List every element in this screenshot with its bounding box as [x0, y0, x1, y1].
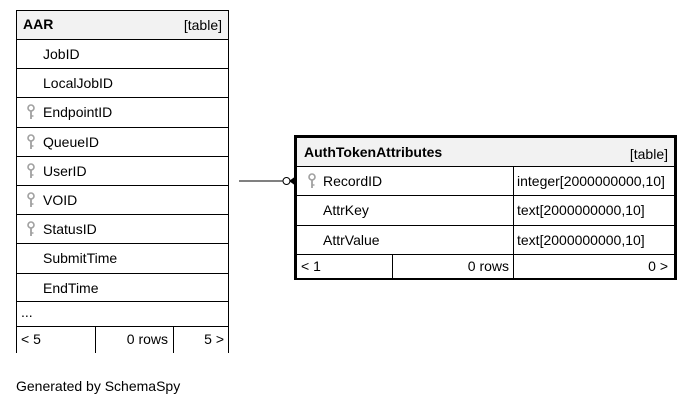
footer-parents[interactable]: < 5: [21, 331, 41, 347]
footer-row-count: 0 rows: [467, 258, 509, 274]
column-divider: [513, 225, 514, 255]
column-row[interactable]: UserID: [17, 155, 228, 186]
table-name: AuthTokenAttributes: [304, 144, 443, 160]
column-row[interactable]: VOID: [17, 185, 228, 215]
column-name: EndTime: [43, 279, 99, 296]
column-name: UserID: [43, 162, 87, 179]
aar-table-header: AAR [table]: [17, 11, 228, 39]
foreign-key-icon: [26, 104, 36, 120]
table-kind: [table]: [629, 146, 668, 162]
column-name: RecordID: [323, 173, 383, 189]
column-row[interactable]: SubmitTime: [17, 243, 228, 274]
footer-children[interactable]: 5 >: [204, 331, 224, 347]
authtokenattributes-table-header: AuthTokenAttributes [table]: [297, 138, 674, 166]
column-name: AttrValue: [323, 231, 380, 248]
column-type: text[2000000000,10]: [517, 202, 645, 219]
generated-by-label: Generated by SchemaSpy: [16, 378, 181, 394]
column-row[interactable]: AttrKey text[2000000000,10]: [297, 195, 674, 226]
column-row[interactable]: RecordID integer[2000000000,10]: [297, 166, 674, 196]
footer-children[interactable]: 0 >: [648, 258, 668, 274]
column-name: QueueID: [43, 133, 100, 150]
column-row[interactable]: EndTime: [17, 272, 228, 303]
footer-divider: [95, 327, 96, 353]
footer-divider: [392, 255, 393, 278]
footer-parents[interactable]: < 1: [301, 258, 321, 274]
column-row[interactable]: LocalJobID: [17, 68, 228, 99]
column-row[interactable]: StatusID: [17, 214, 228, 245]
column-row[interactable]: EndpointID: [17, 97, 228, 128]
aar-table[interactable]: AAR [table] JobID LocalJobID EndpointID Que…: [16, 10, 229, 353]
column-type: text[2000000000,10]: [517, 231, 645, 248]
more-indicator: ...: [21, 304, 33, 320]
foreign-key-icon: [26, 162, 36, 179]
table-footer: < 1 0 rows 0 >: [297, 254, 674, 278]
column-name: VOID: [43, 192, 78, 208]
foreign-key-icon: [26, 221, 36, 237]
column-name: StatusID: [43, 221, 97, 238]
column-row[interactable]: AttrValue text[2000000000,10]: [297, 224, 674, 255]
more-columns-row: ...: [17, 301, 228, 326]
column-name: JobID: [43, 46, 80, 62]
table-kind: [table]: [183, 17, 222, 33]
footer-row-count: 0 rows: [126, 331, 168, 347]
table-footer: < 5 0 rows 5 >: [17, 326, 228, 353]
authtokenattributes-table[interactable]: AuthTokenAttributes [table] RecordID inte…: [294, 135, 677, 280]
column-divider: [513, 196, 514, 226]
column-name: LocalJobID: [43, 75, 114, 92]
footer-divider: [173, 327, 174, 353]
footer-divider: [513, 255, 514, 278]
foreign-key-icon: [26, 192, 36, 208]
column-type: integer[2000000000,10]: [517, 173, 665, 189]
column-name: SubmitTime: [43, 250, 118, 267]
table-name: AAR: [23, 16, 54, 32]
column-divider: [513, 167, 514, 196]
column-row[interactable]: JobID: [17, 39, 228, 69]
primary-key-icon: [307, 173, 317, 189]
column-name: EndpointID: [43, 104, 113, 121]
foreign-key-icon: [26, 133, 36, 150]
column-name: AttrKey: [323, 202, 369, 219]
column-row[interactable]: QueueID: [17, 126, 228, 157]
